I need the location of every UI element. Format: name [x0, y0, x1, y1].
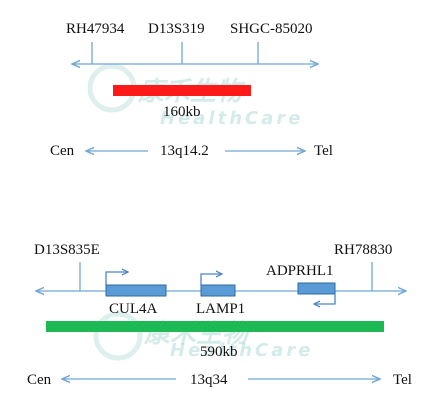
marker-label-rh47934: RH47934	[66, 21, 125, 37]
region-bar-160kb	[113, 85, 251, 96]
gene-label-cul4a: CUL4A	[109, 301, 158, 317]
gene-label-adprhl1: ADPRHL1	[266, 263, 334, 279]
marker-label-d13s835e: D13S835E	[34, 242, 100, 258]
watermark-logo-icon	[93, 311, 143, 361]
cen-label-bottom: Cen	[27, 372, 52, 388]
marker-label-rh78830: RH78830	[334, 242, 392, 258]
gene-cul4a: CUL4A	[105, 272, 167, 317]
gene-adprhl1: ADPRHL1	[266, 263, 336, 304]
tel-label-bottom: Tel	[393, 372, 412, 388]
marker-label-d13s319: D13S319	[148, 21, 205, 37]
watermark-english-top: HealthCare	[160, 108, 303, 129]
gene-box-cul4a	[105, 284, 167, 297]
gene-lamp1: LAMP1	[196, 274, 245, 317]
region-bar-590kb	[46, 321, 384, 332]
strand-arrow-icon	[105, 272, 128, 285]
tel-label-top: Tel	[314, 143, 333, 159]
watermark-english-bottom: HealthCare	[170, 340, 313, 361]
band-label-top: 13q14.2	[160, 143, 209, 159]
bottom-panel: 康禾生物 HealthCare D13S835E RH78830 CUL4A L…	[27, 242, 412, 388]
top-panel: 康禾生物 HealthCare RH47934 D13S319 SHGC-850…	[50, 21, 333, 159]
gene-box-lamp1	[200, 284, 236, 297]
region-size-bottom: 590kb	[200, 344, 238, 360]
strand-arrow-icon	[200, 274, 222, 285]
region-size-top: 160kb	[163, 104, 201, 120]
gene-box-adprhl1	[297, 282, 336, 295]
gene-label-lamp1: LAMP1	[196, 301, 245, 317]
marker-label-shgc-85020: SHGC-85020	[230, 21, 313, 37]
cen-label-top: Cen	[50, 143, 75, 159]
band-label-bottom: 13q34	[190, 372, 228, 388]
strand-arrow-icon	[314, 294, 336, 304]
